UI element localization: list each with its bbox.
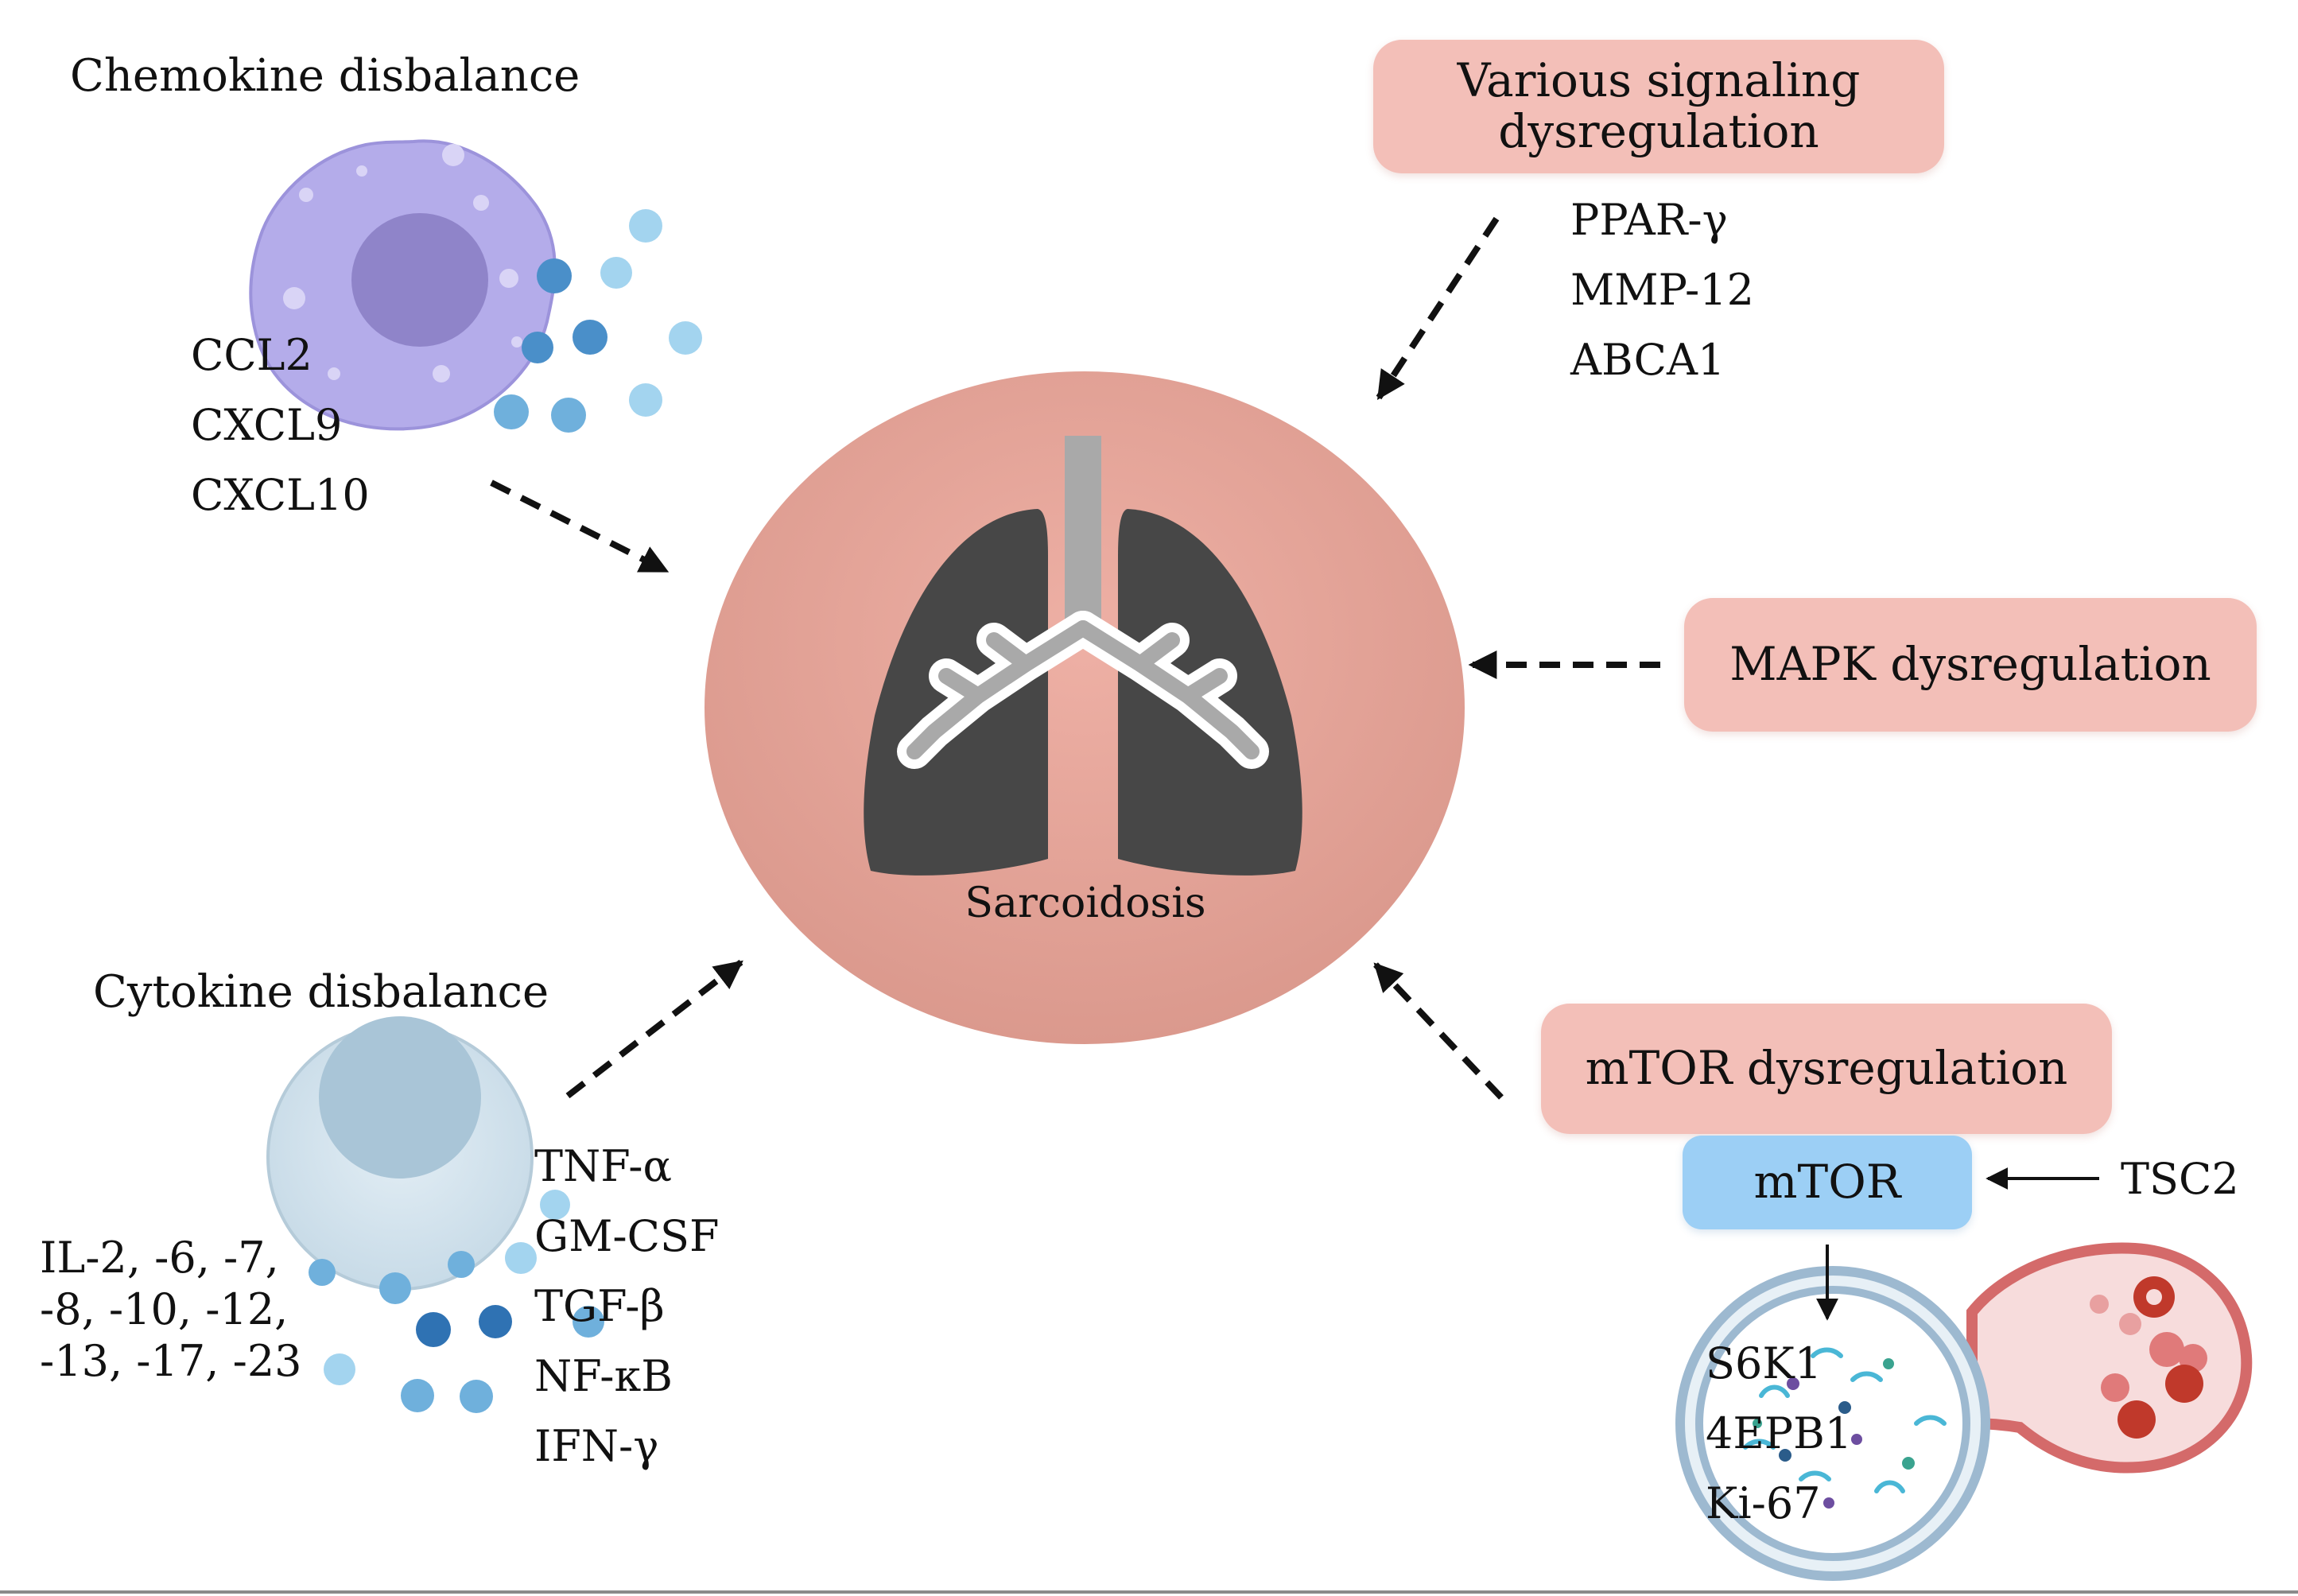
sarcoidosis-circle — [705, 371, 1465, 1044]
chemokine-title: Chemokine disbalance — [70, 50, 580, 102]
signaling-marker: MMP-12 — [1570, 265, 1754, 315]
cytokine-marker: IFN-γ — [534, 1421, 659, 1471]
mtor-box-label: mTOR dysregulation — [1585, 1041, 2068, 1096]
chemokine-marker-list: CCL2 CXCL9 CXCL10 — [191, 334, 370, 544]
signaling-marker-list: PPAR-γ MMP-12 ABCA1 — [1570, 199, 1754, 409]
mtor-core-box: mTOR — [1683, 1136, 1972, 1229]
arrow-mtor-to-center — [1373, 962, 1504, 1100]
chemokine-marker: CXCL10 — [191, 470, 370, 520]
signaling-dysregulation-box: Various signaling dysregulation — [1373, 40, 1944, 173]
mtor-dysregulation-box: mTOR dysregulation — [1541, 1004, 2112, 1134]
mtor-target: 4EPB1 — [1706, 1408, 1853, 1458]
interleukin-list: IL-2, -6, -7, -8, -10, -12, -13, -17, -2… — [40, 1233, 302, 1387]
lymphocyte-cell-icon — [266, 1016, 534, 1291]
arrow-cytokine-to-center — [565, 959, 743, 1099]
mapk-box-label: MAPK dysregulation — [1729, 637, 2211, 692]
mtor-target: Ki-67 — [1706, 1478, 1821, 1528]
chemokine-particles — [494, 209, 702, 433]
tsc2-label: TSC2 — [2121, 1154, 2239, 1204]
interleukin-line: -13, -17, -23 — [40, 1335, 302, 1386]
signaling-box-line2: dysregulation — [1498, 104, 1819, 158]
arrow-chemokine-to-center — [490, 480, 670, 574]
mtor-target-list: S6K1 4EPB1 Ki-67 — [1706, 1342, 1852, 1552]
mapk-dysregulation-box: MAPK dysregulation — [1684, 598, 2257, 732]
chemokine-marker: CCL2 — [191, 330, 312, 380]
cytokine-marker: TGF-β — [534, 1281, 665, 1331]
bottom-divider — [0, 1590, 2298, 1594]
interleukin-line: -8, -10, -12, — [40, 1283, 289, 1334]
chemokine-marker: CXCL9 — [191, 400, 343, 450]
signaling-marker: ABCA1 — [1570, 335, 1725, 385]
cytokine-marker: TNF-α — [534, 1141, 673, 1191]
mtor-core-label: mTOR — [1753, 1155, 1901, 1210]
autophagy-vesicle-icon — [1675, 1242, 2253, 1581]
lungs-icon — [864, 436, 1302, 876]
cytokine-title: Cytokine disbalance — [93, 966, 549, 1018]
cytokine-marker-list: TNF-α GM-CSF TGF-β NF-κB IFN-γ — [534, 1145, 719, 1495]
mtor-target: S6K1 — [1706, 1338, 1822, 1388]
cytokine-marker: GM-CSF — [534, 1211, 720, 1261]
signaling-box-line1: Various signaling — [1457, 53, 1861, 108]
cytokine-marker: NF-κB — [534, 1351, 673, 1401]
sarcoidosis-label: Sarcoidosis — [965, 880, 1206, 927]
signaling-marker: PPAR-γ — [1570, 195, 1728, 245]
cytokine-particles — [309, 1190, 604, 1413]
macrophage-cell-icon — [249, 139, 557, 431]
arrow-signaling-to-center — [1376, 216, 1500, 401]
interleukin-line: IL-2, -6, -7, — [40, 1233, 279, 1283]
